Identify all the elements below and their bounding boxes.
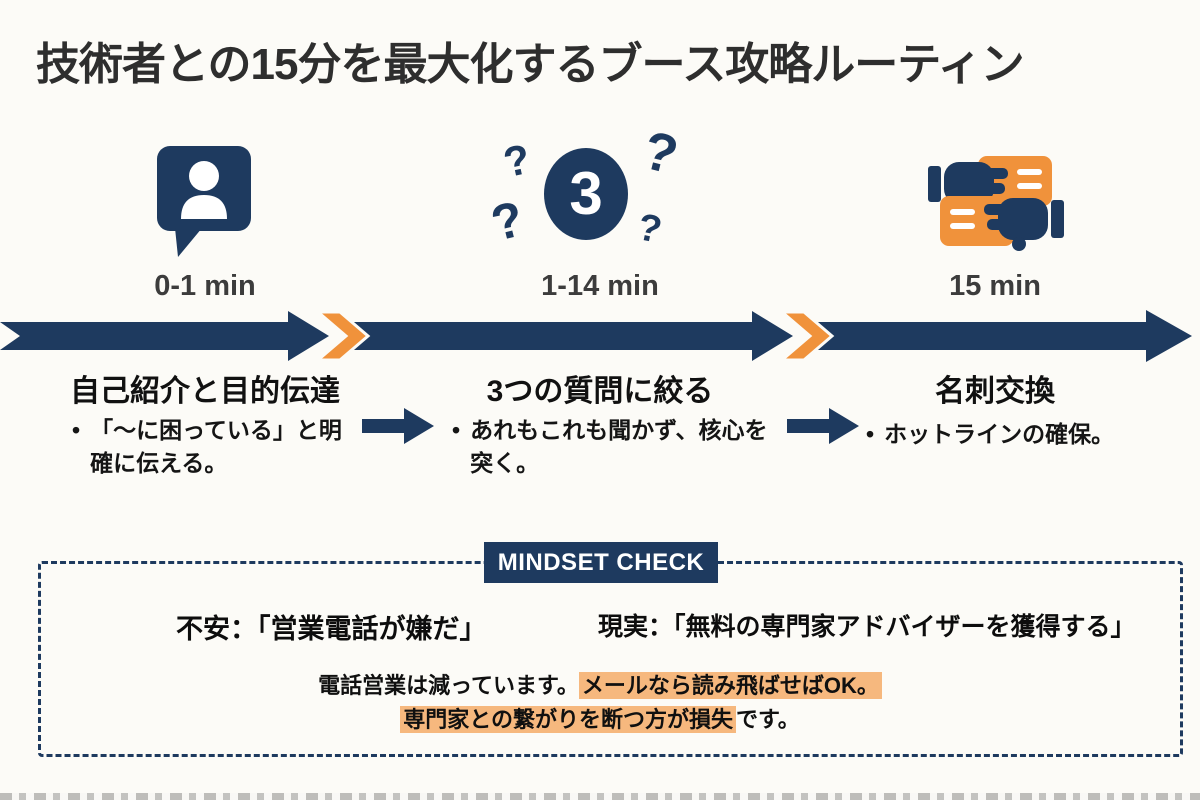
note-highlighted-text: メールなら読み飛ばせばOK。 — [578, 672, 882, 699]
reality-statement: 現実：「無料の専門家アドバイザーを獲得する」 — [598, 613, 1136, 641]
stage-bullet-1: • 「〜に困っている」と明確に伝える。 — [72, 414, 342, 481]
stage-time-label-3: 15 min — [949, 270, 1041, 302]
stage-bullet-3: • ホットラインの確保。 — [866, 418, 1166, 451]
question-mark-icon: ? — [633, 206, 666, 252]
stage-heading-2: 3つの質問に絞る — [486, 375, 714, 408]
stage-time-label-2: 1-14 min — [541, 270, 659, 302]
note-highlighted-text: 専門家との繋がりを断つ方が損失 — [400, 706, 736, 733]
bullet-dot-icon: • — [452, 417, 461, 443]
stage-heading-1: 自己紹介と目的伝達 — [70, 375, 340, 408]
page-title: 技術者との15分を最大化するブース攻略ルーティン — [36, 40, 1025, 89]
right-arrow-icon — [787, 408, 859, 444]
question-mark-icon: ? — [637, 119, 684, 187]
stage-time-label-1: 0-1 min — [154, 270, 256, 302]
mindset-note-2: 専門家との繋がりを断つ方が損失です。 — [0, 702, 1200, 734]
stage-bullet-text: 「〜に困っている」と明確に伝える。 — [90, 417, 342, 477]
number-three-label: 3 — [569, 160, 603, 227]
question-mark-icon: ? — [485, 190, 529, 252]
mindset-check-badge: MINDSET CHECK — [484, 542, 718, 583]
stage-heading-3: 名刺交換 — [935, 375, 1055, 408]
stage-bullet-2: • あれもこれも聞かず、核心を突く。 — [452, 414, 768, 481]
bullet-dot-icon: • — [866, 421, 875, 447]
speech-bubble-person-icon — [157, 146, 251, 257]
card-exchange-icon — [928, 156, 1064, 251]
note-text: です。 — [735, 707, 800, 732]
right-arrow-icon — [362, 408, 434, 444]
fear-statement: 不安：「営業電話が嫌だ」 — [176, 614, 487, 644]
stage-bullet-text: ホットラインの確保。 — [884, 421, 1115, 447]
timeline-arrow — [0, 310, 1192, 362]
bullet-dot-icon: • — [72, 417, 81, 443]
note-text: 電話営業は減っています。 — [318, 673, 579, 698]
question-mark-icon: ? — [499, 134, 535, 187]
stage-bullet-text: あれもこれも聞かず、核心を突く。 — [470, 417, 768, 477]
number-three-badge: 3 — [544, 148, 628, 240]
cropped-edge-artifact — [0, 793, 1200, 800]
mindset-note-1: 電話営業は減っています。メールなら読み飛ばせばOK。 — [0, 668, 1200, 700]
three-questions-icon: ? ? ? ? 3 — [485, 120, 698, 270]
